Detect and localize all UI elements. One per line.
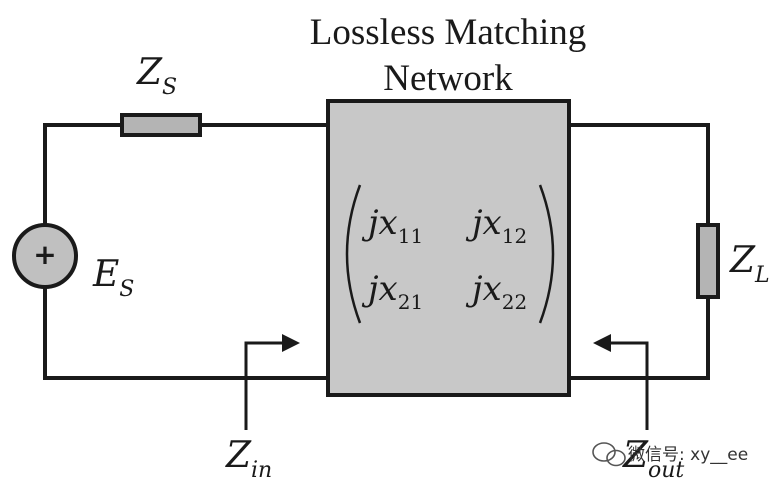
circuit-wires [43,123,710,380]
matrix-entry-11-base: jx [361,203,398,243]
matrix-entry-12-sub: 12 [502,224,527,248]
load-impedance-resistor [696,223,720,299]
watermark-text: 微信号: xy__ee [628,445,748,465]
wechat-icon [592,442,626,467]
network-title-line1: Lossless Matching [310,12,586,53]
watermark: 微信号: xy__ee [592,442,748,467]
voltage-source-plus: + [33,238,56,271]
wire-top-right [569,123,710,225]
matrix-entry-11: jx11 [361,203,423,248]
load-impedance-label: ZL [729,240,770,288]
voltage-source-sub: S [119,277,134,302]
source-impedance-label: ZS [136,52,177,100]
output-impedance-label: Zout [622,435,684,483]
matrix-entry-12: jx12 [465,203,527,248]
load-impedance-sub: L [754,263,770,288]
input-impedance-base: Z [225,435,252,476]
voltage-source [12,223,78,289]
wire-bottom-right [569,297,710,380]
voltage-source-base: E [92,254,119,295]
input-impedance-sub: in [251,458,272,483]
matrix-entry-22-base: jx [465,269,502,309]
source-impedance-base: Z [136,52,163,93]
input-impedance-label: Zin [225,435,272,483]
source-impedance-sub: S [162,75,177,100]
matrix-entry-21: jx21 [361,269,423,314]
matrix-entry-21-sub: 21 [398,290,423,314]
network-title-line2: Network [383,58,513,99]
voltage-source-label: ES [92,254,134,302]
matrix-right-bracket [538,184,555,324]
matrix-entry-22: jx22 [465,269,527,314]
matrix-entry-11-sub: 11 [398,224,423,248]
output-impedance-sub: out [648,458,684,483]
matching-network-box [326,99,571,397]
wire-bottom-left [43,287,328,380]
output-impedance-base: Z [622,435,649,476]
matrix-entry-22-sub: 22 [502,290,527,314]
matrix-entry-21-base: jx [361,269,398,309]
matrix-left-bracket [345,184,362,324]
matrix-entry-12-base: jx [465,203,502,243]
output-impedance-arrow [593,334,649,430]
wire-top-left-to-source [43,123,122,225]
load-impedance-base: Z [729,240,756,281]
source-impedance-resistor [120,113,202,137]
input-impedance-arrow [244,334,300,430]
